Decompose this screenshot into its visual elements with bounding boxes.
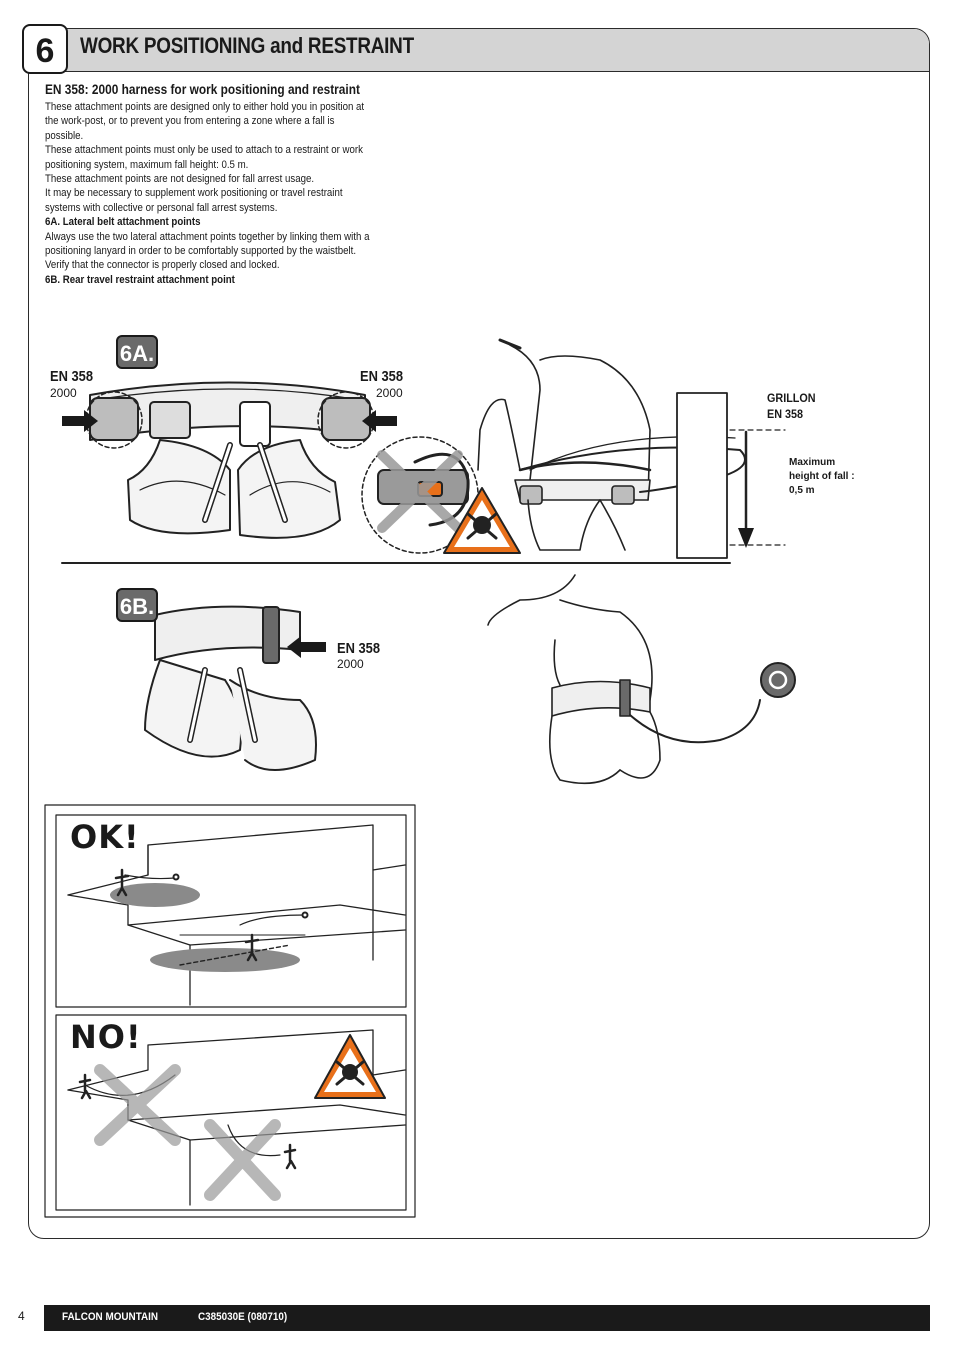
left-year-label: 2000 <box>50 386 77 400</box>
harness-6b-illustration <box>144 605 317 771</box>
cross-out-icon <box>377 450 463 533</box>
footer-bar <box>44 1305 930 1331</box>
right-year-label: 2000 <box>376 386 403 400</box>
left-standard-label: EN 358 <box>50 368 94 385</box>
intro-text: EN 358: 2000 harness for work positionin… <box>45 82 385 287</box>
section-number: 6 <box>22 24 68 74</box>
section-6b-heading: 6B. Rear travel restraint attachment poi… <box>45 273 235 286</box>
ok-panel <box>55 814 407 1008</box>
fall-note-line-3: 0,5 m <box>789 485 815 496</box>
intro-paragraph-3: These attachment points are not designed… <box>45 173 315 186</box>
warning-skull-icon <box>443 487 521 554</box>
header-bar <box>29 29 929 72</box>
intro-paragraph-2: These attachment points must only be use… <box>45 144 363 171</box>
right-standard-label: EN 358 <box>360 368 404 385</box>
fall-height-indicator <box>729 429 786 548</box>
device-standard-label: EN 358 <box>767 407 804 421</box>
figure-6b-badge: 6B. <box>116 588 158 622</box>
worker-restraint-illustration <box>487 574 761 785</box>
cross-out-icon <box>94 1064 281 1201</box>
intro-paragraph-4: It may be necessary to supplement work p… <box>45 187 343 214</box>
page-title: WORK POSITIONING and RESTRAINT <box>80 33 414 58</box>
figure-6a-badge: 6A. <box>116 335 158 369</box>
device-name-label: GRILLON <box>767 391 816 405</box>
intro-paragraph-1: These attachment points are designed onl… <box>45 101 365 142</box>
no-label: NO! <box>70 1018 142 1056</box>
fall-note-line-2: height of fall : <box>789 471 855 482</box>
harness-6a-illustration <box>85 381 375 539</box>
footer-product: FALCON MOUNTAIN <box>62 1311 159 1323</box>
arrow-left-icon <box>362 410 397 432</box>
fall-note-line-1: Maximum <box>789 457 836 468</box>
warning-skull-icon <box>314 1034 386 1099</box>
rear-year-label: 2000 <box>337 657 364 671</box>
worker-positioning-illustration <box>477 338 746 551</box>
page-number: 4 <box>18 1309 25 1323</box>
section-6a-text: Always use the two lateral attachment po… <box>45 230 370 272</box>
arrow-left-icon <box>287 636 326 658</box>
section-6a-heading: 6A. Lateral belt attachment points <box>45 216 201 229</box>
rear-standard-label: EN 358 <box>337 640 381 657</box>
footer-reference: C385030E (080710) <box>198 1311 288 1323</box>
anchor-ring-icon <box>760 662 796 698</box>
section-frame <box>28 28 930 1239</box>
ok-label: OK! <box>70 818 140 856</box>
pole <box>676 392 728 559</box>
arrow-right-icon <box>62 410 98 432</box>
intro-subheading: EN 358: 2000 harness for work positionin… <box>45 82 360 97</box>
